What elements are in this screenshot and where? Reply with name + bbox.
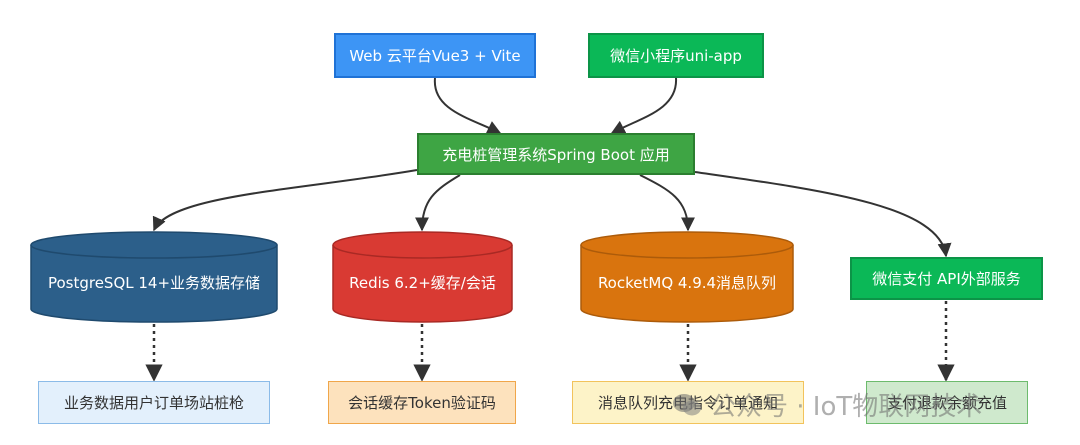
note-message-queue-label: 消息队列充电指令订单通知	[597, 394, 778, 412]
node-redis-cache-label: Redis 6.2+缓存/会话	[349, 273, 496, 292]
node-wechat-miniprogram-label: 微信小程序uni-app	[610, 47, 742, 65]
database-cylinder-icon	[332, 231, 513, 323]
node-wechat-pay-api: 微信支付 API外部服务	[850, 257, 1043, 300]
node-web-platform-label: Web 云平台Vue3 + Vite	[349, 47, 521, 65]
node-rocketmq-queue: RocketMQ 4.9.4消息队列	[580, 231, 794, 323]
node-springboot-app: 充电桩管理系统Spring Boot 应用	[417, 133, 695, 175]
note-session-cache: 会话缓存Token验证码	[328, 381, 516, 424]
edge-app-to-pg	[152, 169, 418, 232]
node-springboot-app-label: 充电桩管理系统Spring Boot 应用	[442, 145, 670, 164]
database-cylinder-icon	[30, 231, 278, 323]
edge-web-to-app	[433, 77, 502, 134]
node-web-platform: Web 云平台Vue3 + Vite	[334, 33, 536, 78]
note-payment-label: 支付退款余额充值	[886, 394, 1007, 412]
note-business-data: 业务数据用户订单场站桩枪	[38, 381, 270, 424]
node-wechat-miniprogram: 微信小程序uni-app	[588, 33, 764, 78]
note-message-queue: 消息队列充电指令订单通知	[572, 381, 804, 424]
edge-app-to-pay	[694, 171, 952, 258]
database-cylinder-icon	[580, 231, 794, 323]
node-postgresql-db-label: PostgreSQL 14+业务数据存储	[47, 273, 261, 292]
edge-app-to-mq	[639, 174, 695, 232]
node-redis-cache: Redis 6.2+缓存/会话	[332, 231, 513, 323]
note-business-data-label: 业务数据用户订单场站桩枪	[63, 394, 244, 412]
node-postgresql-db: PostgreSQL 14+业务数据存储	[30, 231, 278, 323]
edge-app-to-redis	[415, 174, 461, 232]
node-wechat-pay-api-label: 微信支付 API外部服务	[872, 270, 1021, 288]
note-session-cache-label: 会话缓存Token验证码	[348, 394, 496, 412]
note-payment: 支付退款余额充值	[866, 381, 1028, 424]
node-rocketmq-queue-label: RocketMQ 4.9.4消息队列	[597, 273, 777, 292]
edge-mini-to-app	[610, 77, 678, 134]
